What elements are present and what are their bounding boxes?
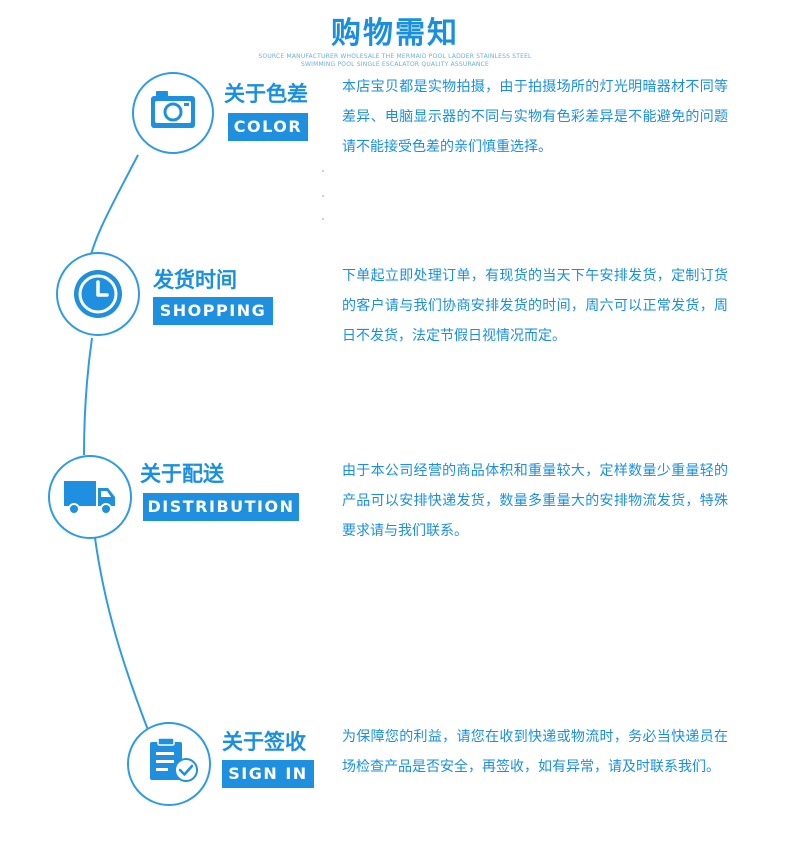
section-shipping-title: 发货时间	[153, 268, 237, 292]
camera-icon	[150, 90, 196, 134]
section-shipping-text: 下单起立即处理订单，有现货的当天下午安排发货，定制订货的客户请与我们协商安排发货…	[342, 268, 728, 344]
section-distribution-badge: DISTRIBUTION	[143, 493, 299, 521]
section-color-text: 本店宝贝都是实物拍摄，由于拍摄场所的灯光明暗器材不同等差异、电脑显示器的不同与实…	[342, 79, 728, 155]
section-shipping-badge: SHOPPING	[153, 297, 273, 325]
divider-dot	[322, 218, 324, 220]
section-distribution-title: 关于配送	[140, 462, 224, 486]
clipboard-check-icon	[148, 737, 200, 788]
section-signin-badge: SIGN IN	[222, 760, 314, 788]
section-color-badge: COLOR	[228, 113, 308, 141]
section-signin-title: 关于签收	[222, 730, 306, 754]
divider-dot	[322, 170, 324, 172]
page-subtitle-line1: SOURCE MANUFACTURER WHOLESALE THE MERMAI…	[258, 53, 532, 60]
section-color-title: 关于色差	[224, 82, 308, 106]
truck-icon	[62, 478, 118, 522]
divider-dot	[322, 195, 324, 197]
page-subtitle-line2: SWIMMING POOL SINGLE ESCALATOR QUALITY A…	[300, 61, 489, 68]
clock-icon	[72, 268, 124, 324]
section-signin-text: 为保障您的利益，请您在收到快递或物流时，务必当快递员在场检查产品是否安全，再签收…	[342, 729, 728, 775]
page-title: 购物需知	[331, 16, 459, 51]
section-distribution-text: 由于本公司经营的商品体积和重量较大，定样数量少重量轻的产品可以安排快递发货，数量…	[342, 463, 728, 539]
